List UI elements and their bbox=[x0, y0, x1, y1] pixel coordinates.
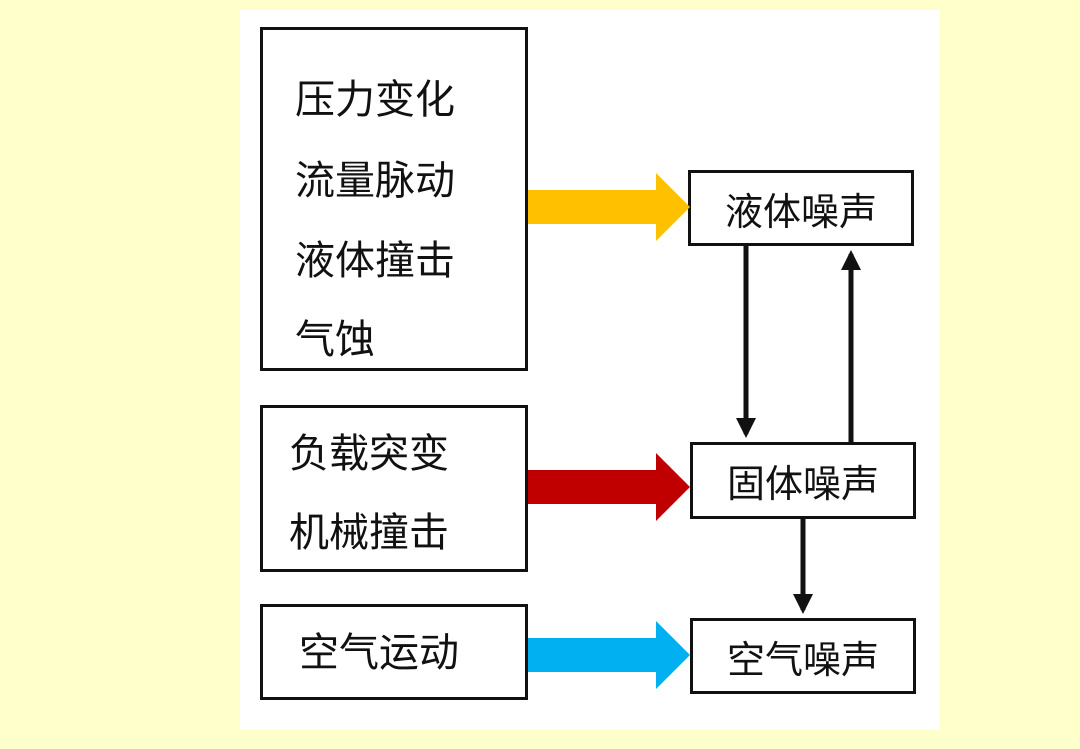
solid-noise-label: 固体噪声 bbox=[726, 462, 879, 506]
source-line: 流量脉动 bbox=[295, 158, 455, 204]
air-noise-box: 空气噪声 bbox=[690, 618, 916, 694]
liquid-noise-box: 液体噪声 bbox=[688, 170, 914, 246]
source-line: 压力变化 bbox=[295, 77, 455, 123]
structure-source-box: 负载突变 机械撞击 bbox=[260, 405, 528, 572]
source-line: 机械撞击 bbox=[289, 510, 449, 556]
fluid-to-liquid-arrow bbox=[528, 173, 690, 241]
source-line: 空气运动 bbox=[299, 630, 459, 676]
liquid-noise-label: 液体噪声 bbox=[724, 189, 877, 234]
source-line: 液体撞击 bbox=[295, 238, 455, 284]
structure-to-solid-arrow bbox=[528, 453, 690, 521]
source-line: 负载突变 bbox=[289, 431, 449, 477]
air-source-box: 空气运动 bbox=[260, 604, 528, 700]
fluid-source-box: 压力变化 流量脉动 液体撞击 气蚀 bbox=[260, 27, 528, 371]
solid-noise-box: 固体噪声 bbox=[690, 442, 916, 519]
air-noise-label: 空气噪声 bbox=[726, 637, 879, 682]
source-line: 气蚀 bbox=[295, 317, 375, 363]
air-to-air-noise-arrow bbox=[528, 621, 690, 689]
